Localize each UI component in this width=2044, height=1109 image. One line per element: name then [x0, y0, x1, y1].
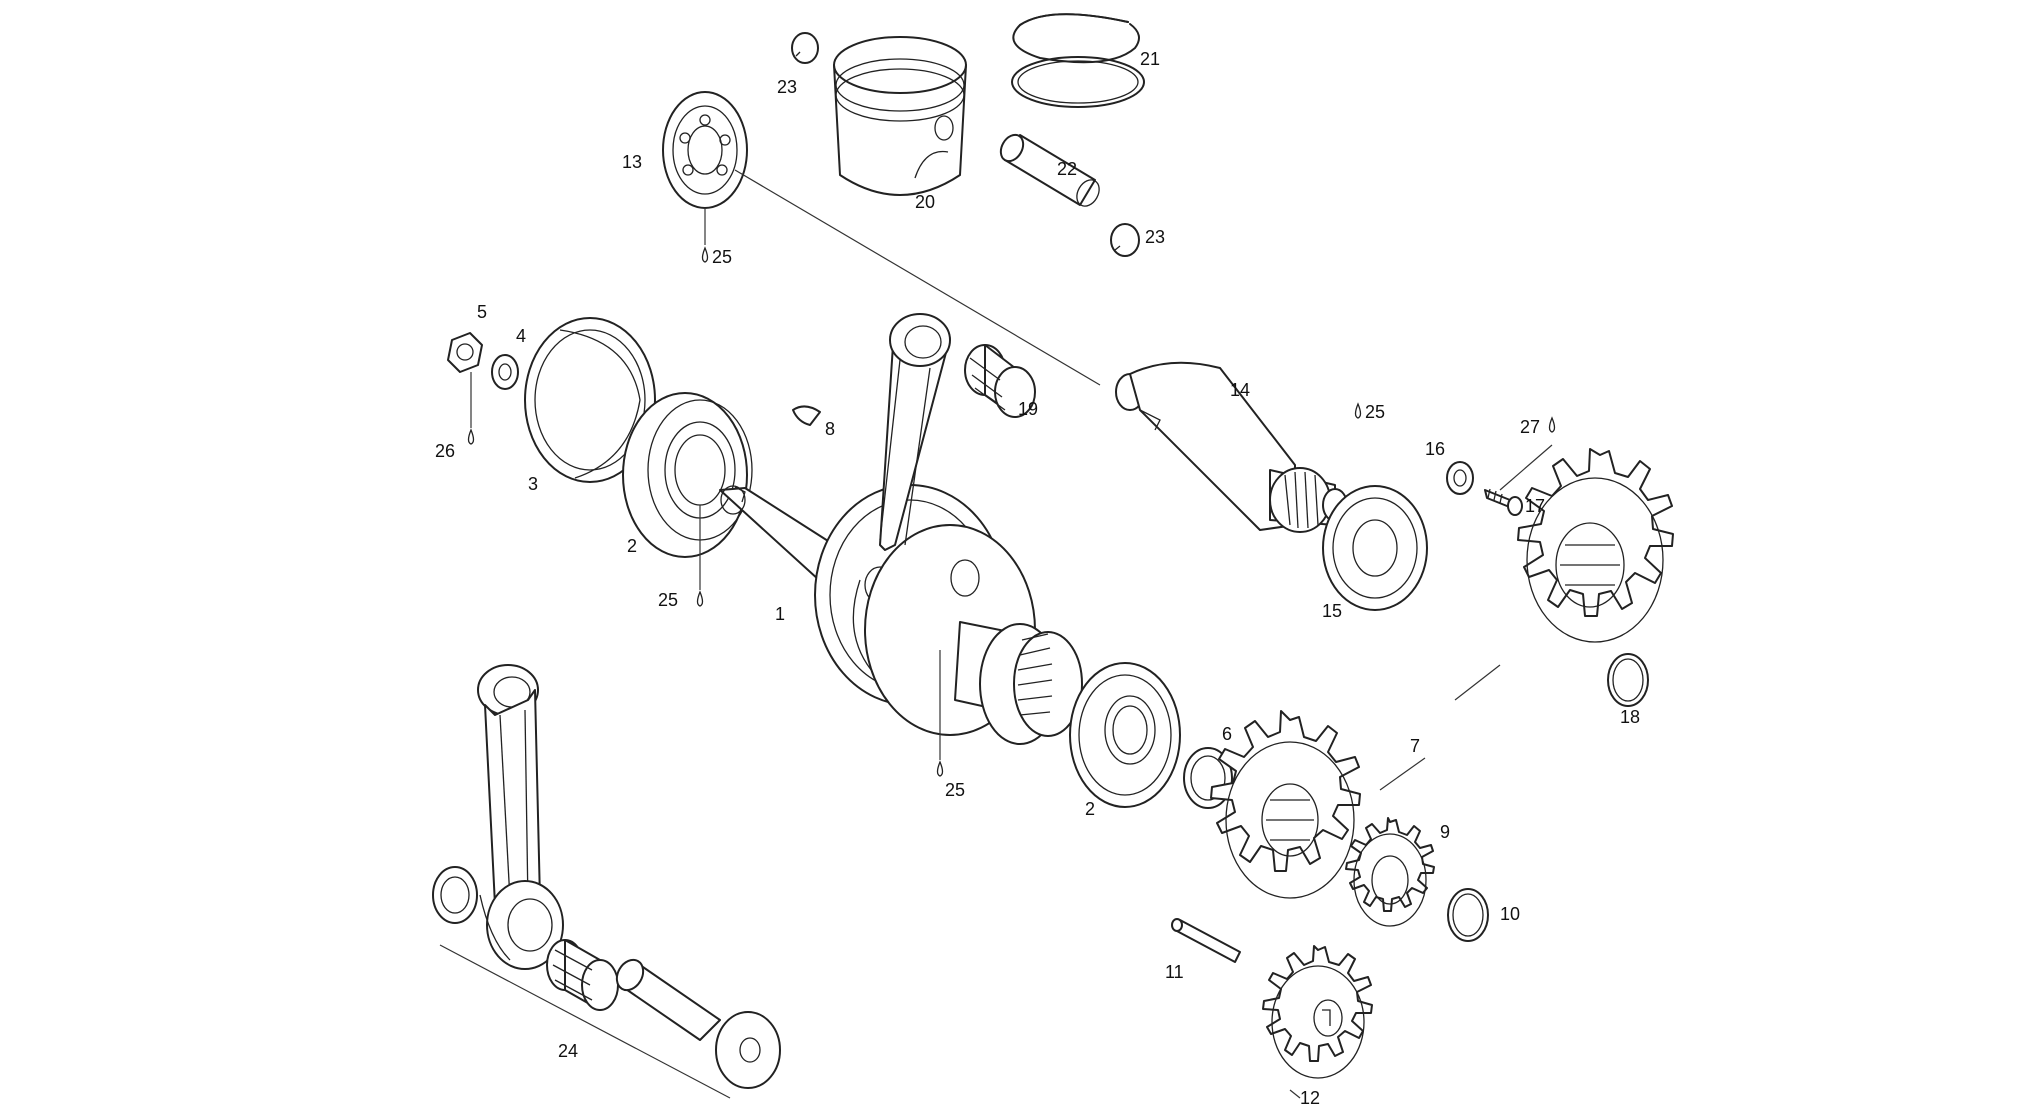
label-25-c: 25 [945, 780, 965, 800]
label-6: 6 [1222, 724, 1232, 744]
label-25-d: 25 [1365, 402, 1385, 422]
main-bearing-2-right [1069, 662, 1181, 808]
piston-pin-22 [999, 133, 1100, 207]
label-11: 11 [1165, 962, 1184, 982]
needle-bearing-19 [964, 344, 1036, 418]
label-14: 14 [1230, 380, 1250, 400]
label-16: 16 [1425, 439, 1445, 459]
oil-drop-icon [1354, 402, 1362, 419]
washer-16 [1446, 461, 1474, 495]
label-27: 27 [1520, 417, 1540, 437]
label-2-left: 2 [627, 536, 637, 556]
bearing-13 [662, 91, 748, 209]
label-18: 18 [1620, 707, 1640, 727]
gear-6 [1210, 710, 1361, 899]
label-8: 8 [825, 419, 835, 439]
oil-drop-icon [701, 246, 709, 263]
label-22: 22 [1057, 159, 1077, 179]
label-13: 13 [622, 152, 642, 172]
label-3: 3 [528, 474, 538, 494]
woodruff-key-8 [792, 405, 821, 426]
oil-seal-3 [524, 317, 656, 483]
conrod-kit-24 [432, 664, 781, 1099]
label-17: 17 [1525, 496, 1545, 516]
circlip-23-top [791, 32, 819, 64]
bearing-15 [1322, 485, 1428, 611]
circlip-18 [1607, 653, 1649, 707]
leader-lines [1289, 664, 1501, 1099]
circlip-10 [1447, 888, 1489, 942]
main-bearing-2-left [622, 392, 753, 558]
leader-line [1499, 444, 1553, 491]
label-5: 5 [477, 302, 487, 322]
label-20: 20 [915, 192, 935, 212]
label-7: 7 [1410, 736, 1420, 756]
part-labels: 1 2 2 3 4 5 6 7 8 9 10 11 12 13 14 15 16… [435, 49, 1640, 1108]
label-25-b: 25 [658, 590, 678, 610]
washer-4 [491, 354, 519, 390]
connecting-rod-on-crank [879, 313, 951, 551]
label-21: 21 [1140, 49, 1160, 69]
label-2-right: 2 [1085, 799, 1095, 819]
label-23-top: 23 [777, 77, 797, 97]
label-25-a: 25 [712, 247, 732, 267]
screw-17 [1484, 488, 1523, 516]
label-19: 19 [1018, 399, 1038, 419]
oil-drop-icon [936, 760, 944, 777]
piston-20 [833, 36, 967, 196]
label-9: 9 [1440, 822, 1450, 842]
label-26: 26 [435, 441, 455, 461]
label-10: 10 [1500, 904, 1520, 924]
pin-11 [1171, 918, 1241, 963]
label-12: 12 [1300, 1088, 1320, 1104]
crankshaft-1 [719, 484, 1083, 745]
label-15: 15 [1322, 601, 1342, 621]
piston-rings-21 [1011, 13, 1145, 108]
axis-line [734, 169, 1101, 386]
nut-5 [447, 332, 483, 373]
label-1: 1 [775, 604, 785, 624]
oil-drop-icon [1548, 416, 1556, 433]
gear-9 [1345, 817, 1435, 927]
circlip-23-right [1110, 223, 1140, 257]
gear-7 [1517, 448, 1674, 643]
label-4: 4 [516, 326, 526, 346]
gear-12 [1262, 945, 1373, 1079]
oil-drop-icon [696, 590, 704, 607]
label-23-right: 23 [1145, 227, 1165, 247]
oil-drop-icon [467, 428, 475, 445]
label-24: 24 [558, 1041, 578, 1061]
